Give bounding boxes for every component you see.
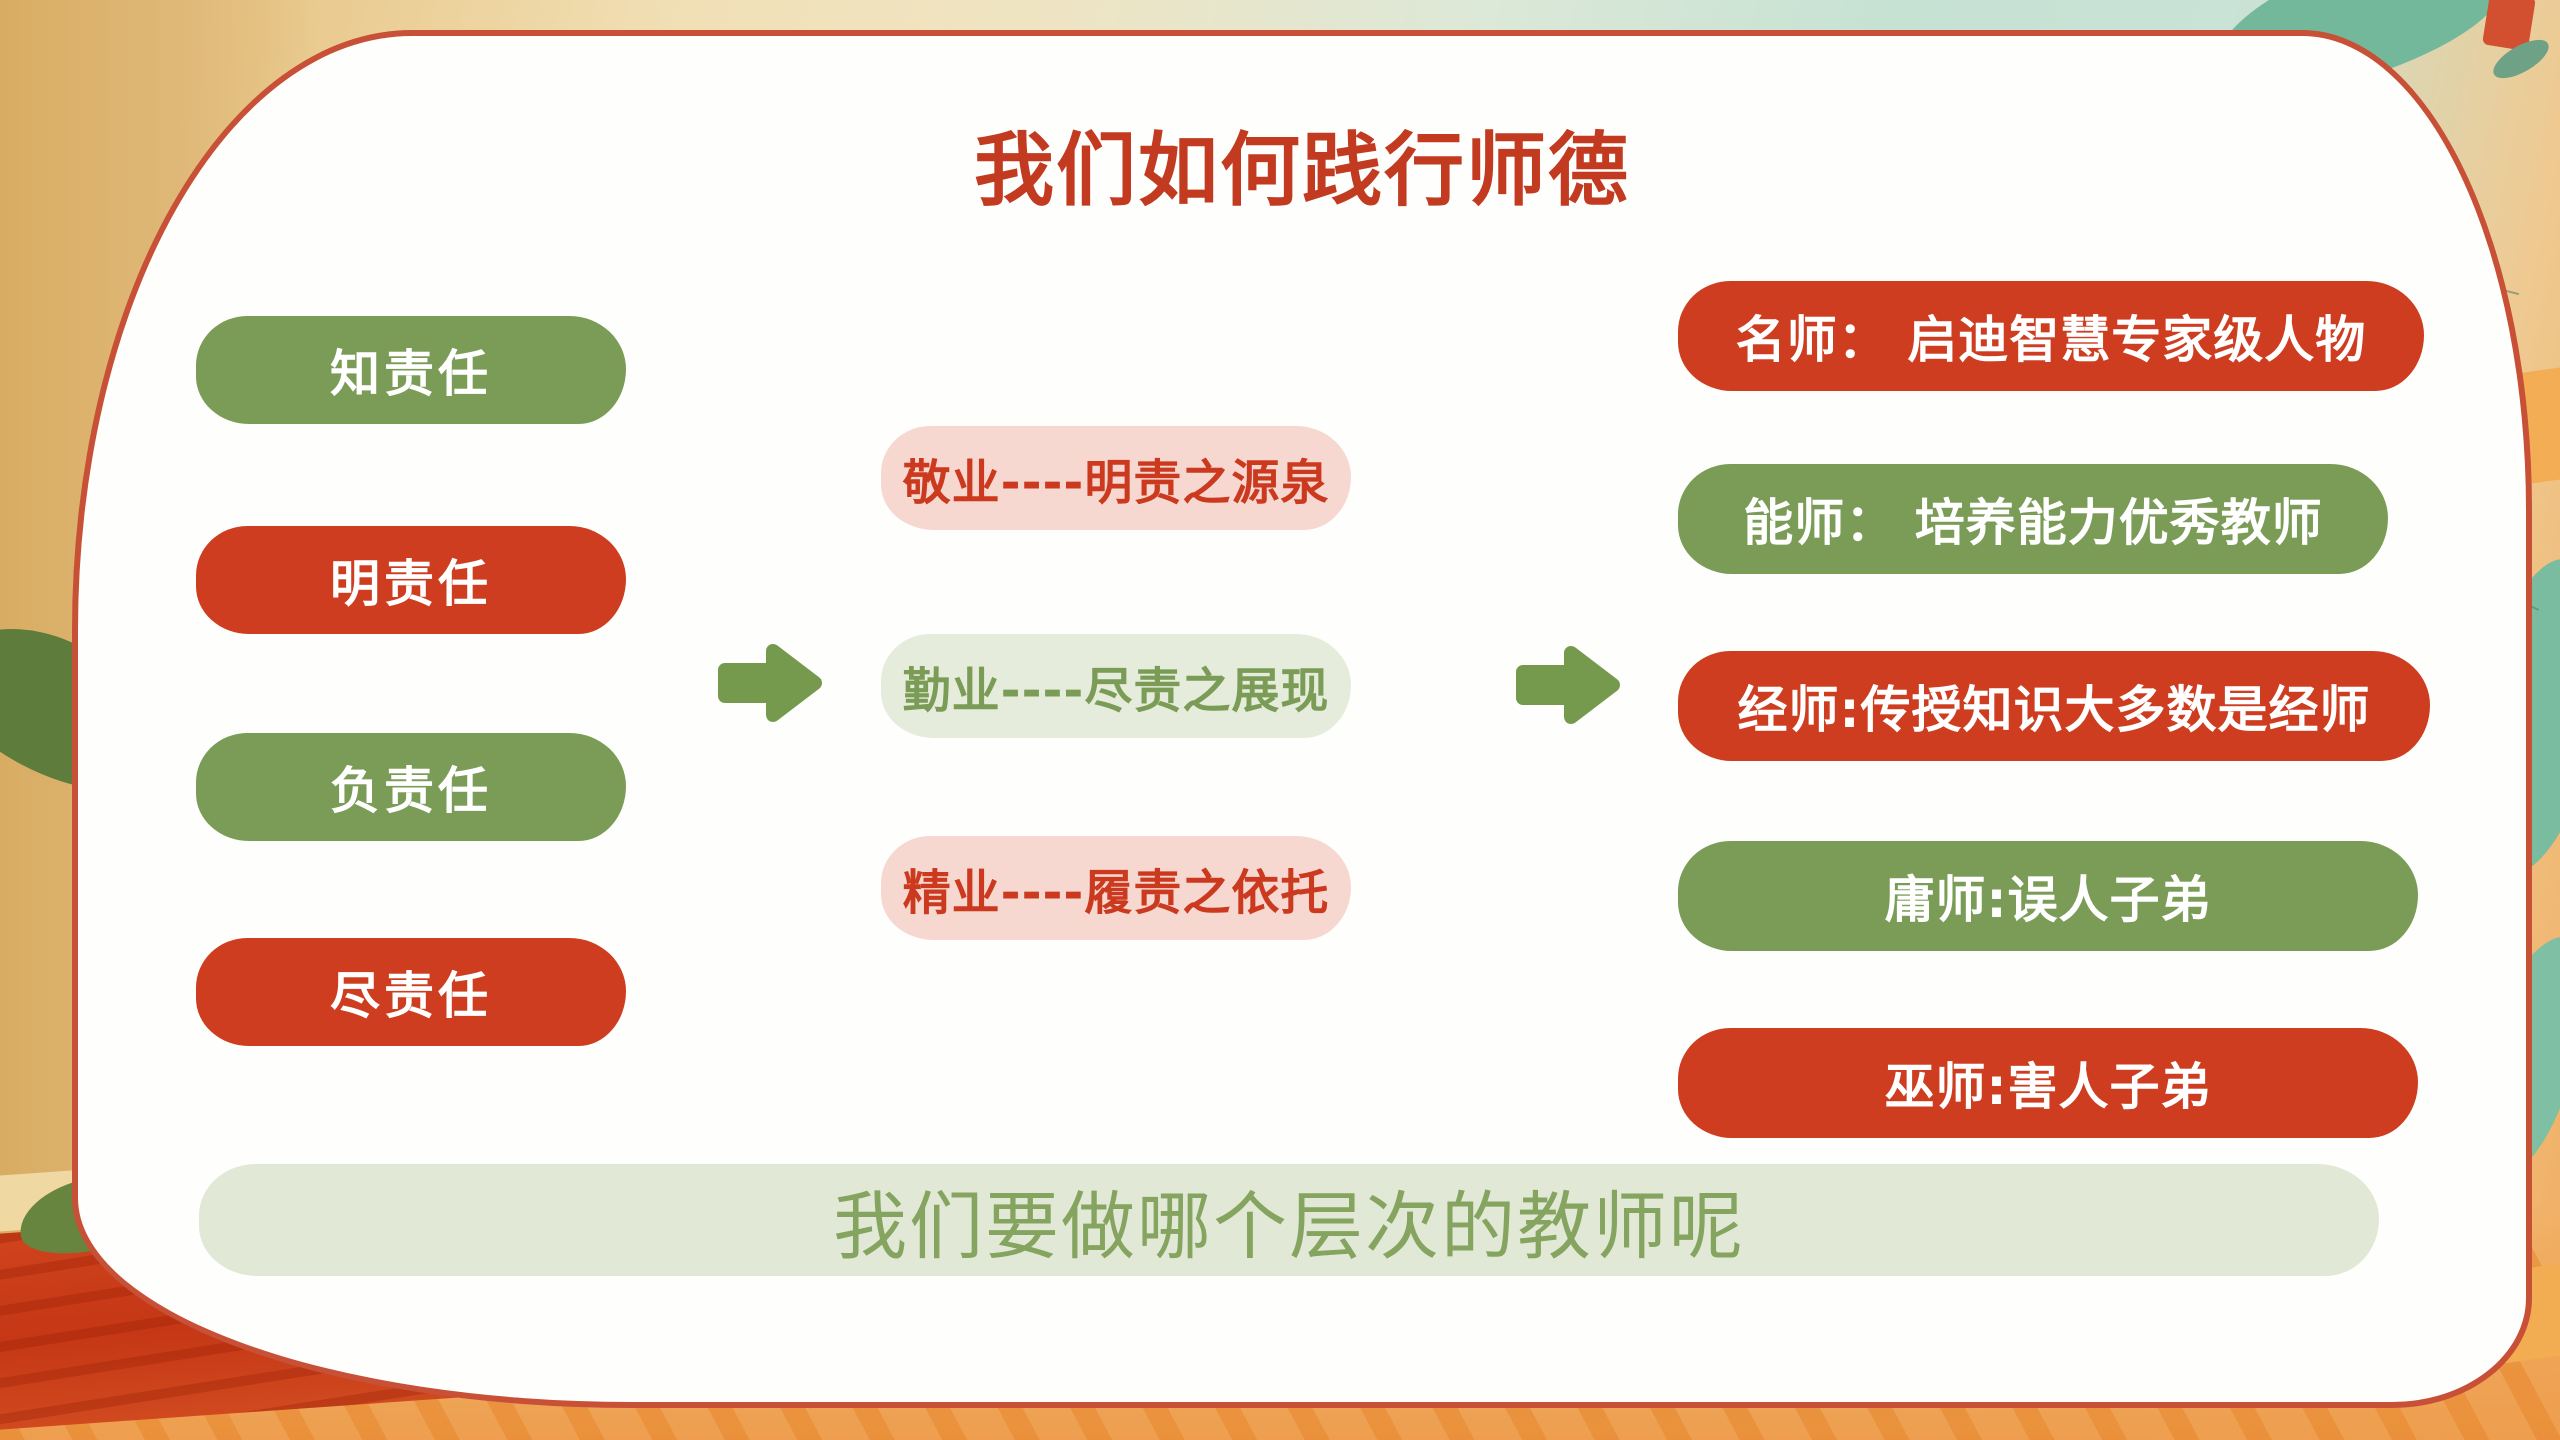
left-pill-understand-responsibility: 明责任 xyxy=(196,526,626,634)
slide-panel: 我们如何践行师德 知责任 明责任 负责任 尽责任 敬业----明责之源泉 勤业-… xyxy=(72,30,2532,1408)
left-pill-take-responsibility: 负责任 xyxy=(196,733,626,841)
slide-title: 我们如何践行师德 xyxy=(974,124,1630,217)
middle-pill-mastery: 精业----履责之依托 xyxy=(881,836,1351,940)
bottom-banner: 我们要做哪个层次的教师呢 xyxy=(199,1164,2379,1276)
right-arrow-icon xyxy=(1516,646,1620,724)
right-arrow-icon xyxy=(718,644,822,722)
right-pill-scripture-teacher: 经师:传授知识大多数是经师 xyxy=(1678,651,2430,761)
left-pill-fulfill-responsibility: 尽责任 xyxy=(196,938,626,1046)
right-pill-mediocre-teacher: 庸师:误人子弟 xyxy=(1678,841,2418,951)
left-pill-know-responsibility: 知责任 xyxy=(196,316,626,424)
middle-pill-dedication: 敬业----明责之源泉 xyxy=(881,426,1351,530)
middle-pill-diligence: 勤业----尽责之展现 xyxy=(881,634,1351,738)
right-pill-witch-teacher: 巫师:害人子弟 xyxy=(1678,1028,2418,1138)
right-pill-famous-teacher: 名师： 启迪智慧专家级人物 xyxy=(1678,281,2424,391)
right-pill-capable-teacher: 能师： 培养能力优秀教师 xyxy=(1678,464,2388,574)
